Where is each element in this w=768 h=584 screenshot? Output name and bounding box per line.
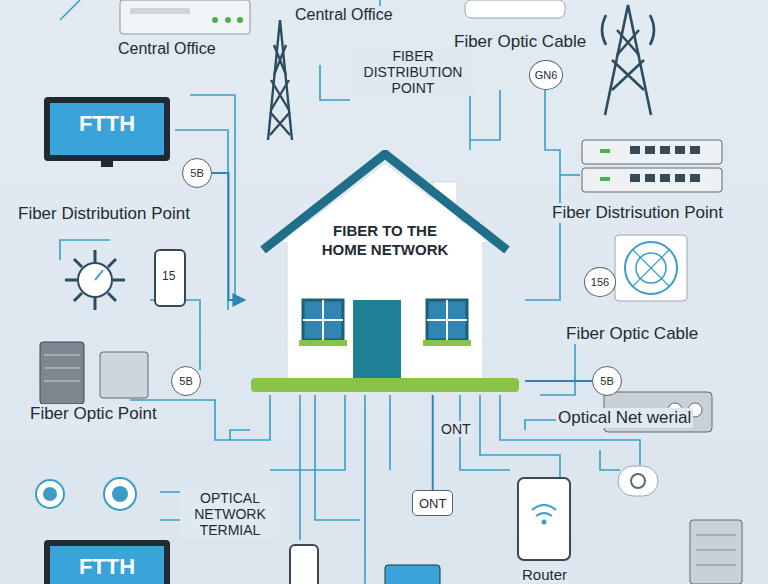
callout-number: 156 (584, 267, 616, 297)
part-label: Fiber Optic Cable (564, 324, 700, 344)
screen-text: FTTH (50, 111, 164, 137)
part-label: Fiber Optic Point (28, 404, 159, 424)
ftth-monitor: FTTH (42, 95, 172, 170)
callout-number: 5B (592, 366, 622, 396)
callout-number: 15 (160, 270, 177, 284)
callout-number: 5B (171, 366, 201, 396)
ftth-monitor: FTTH (42, 538, 172, 584)
connector (525, 380, 592, 382)
callout-text: 5B (600, 375, 613, 387)
house-outline (245, 150, 525, 395)
connector (432, 395, 434, 490)
callout-text: 5B (179, 375, 192, 387)
part-label: Fiber Optic Cable (452, 32, 588, 52)
part-label: OPTICAL NETWORK TERMIAL (180, 490, 280, 538)
part-label: FIBER DISTRIBUTION POINT (352, 48, 474, 96)
ont-text: ONT (419, 496, 446, 511)
callout-text: 156 (591, 276, 609, 288)
part-label: ONT (439, 421, 473, 437)
connector (212, 173, 245, 300)
part-label: Central Office (116, 40, 218, 58)
house-node: FIBER TO THE HOME NETWORK (245, 150, 525, 395)
house-title: FIBER TO THE HOME NETWORK (315, 222, 455, 260)
monitor-screen: FTTH (50, 554, 164, 580)
callout-number: GN6 (529, 60, 563, 90)
callout-text: 5B (190, 167, 203, 179)
monitor-screen: FTTH (50, 111, 164, 137)
part-label: Fiber Distrisution Point (550, 203, 725, 223)
screen-text: FTTH (50, 554, 164, 580)
callout-text: GN6 (535, 69, 558, 81)
part-label: Router (520, 566, 569, 583)
ont-box: ONT (412, 490, 453, 516)
callout-number: 5B (182, 158, 212, 188)
part-label: Optical Net werial (556, 408, 693, 428)
house-text-area: FIBER TO THE HOME NETWORK (315, 222, 455, 260)
part-label: Fiber Distribution Point (16, 204, 192, 224)
part-label: Central Office (293, 6, 395, 24)
